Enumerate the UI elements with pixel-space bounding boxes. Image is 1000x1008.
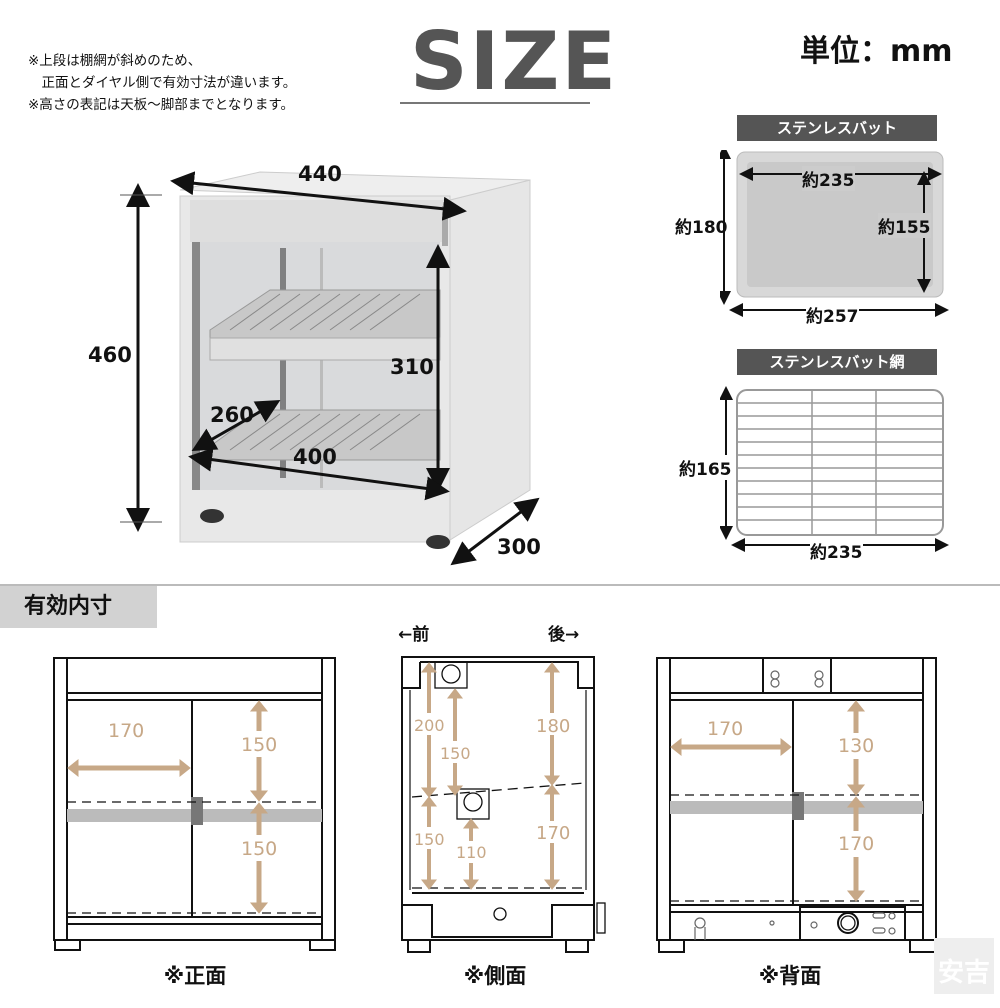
dim-inner-depth-260: 260 [210,403,254,427]
back-upper-130: 130 [838,735,875,757]
brand-watermark-logo: 安吉 [934,938,994,994]
note-line-2: 正面とダイヤル側で有効寸法が違います。 [28,75,297,91]
back-width-170: 170 [707,718,744,740]
dim-inner-height-310: 310 [390,355,434,379]
wire-rack-icon [719,386,949,552]
back-view-diagram [656,657,937,953]
side-back-top-180: 180 [536,716,571,737]
front-view [50,655,340,955]
tray-net-illustration [719,385,950,560]
side-mid-bottom-110: 110 [456,843,487,862]
section-divider [0,584,1000,586]
back-caption: ※背面 [758,964,822,988]
dim-inner-width-400: 400 [293,445,337,469]
side-front-top-200: 200 [414,716,445,735]
front-lower-150: 150 [241,838,278,860]
back-view [655,655,945,955]
tray-illustration [717,145,950,320]
side-front-bottom-150: 150 [414,830,445,849]
tray-net-label: ステンレスバット網 [737,349,937,375]
title-underline [400,102,590,104]
tray-outer-depth: 約180 [675,218,728,238]
side-back-label: 後→ [548,625,580,645]
front-width-170: 170 [108,720,145,742]
dim-height-460: 460 [88,343,132,367]
side-back-bottom-170: 170 [536,823,571,844]
front-upper-150: 150 [241,734,278,756]
product-illustration [110,160,560,570]
section-label: 有効内寸 [0,586,157,628]
tray-inner-width: 約235 [802,166,855,191]
tray-inner-depth: 約155 [878,213,931,238]
front-caption: ※正面 [163,964,227,988]
tray-label: ステンレスバット [737,115,937,141]
side-view-diagram [401,656,606,953]
steel-tray-icon [717,145,949,317]
side-front-mid-150: 150 [440,744,471,763]
front-view-diagram [53,657,336,951]
tray-net-depth: 約165 [679,455,732,480]
unit-label: 単位：mm [800,34,953,69]
dim-width-440: 440 [298,162,342,186]
side-caption: ※側面 [463,964,527,988]
tray-net-width: 約235 [810,538,863,563]
dim-depth-300: 300 [497,535,541,559]
tray-outer-width: 約257 [806,302,859,327]
back-lower-170: 170 [838,833,875,855]
note-line-1: ※上段は棚網が斜めのため、 [28,53,202,69]
side-view [400,655,615,955]
page-title: SIZE [410,15,619,108]
side-front-label: ←前 [398,625,430,645]
warmer-cabinet-icon [110,171,540,566]
note-line-3: ※高さの表記は天板～脚部までとなります。 [28,97,295,113]
